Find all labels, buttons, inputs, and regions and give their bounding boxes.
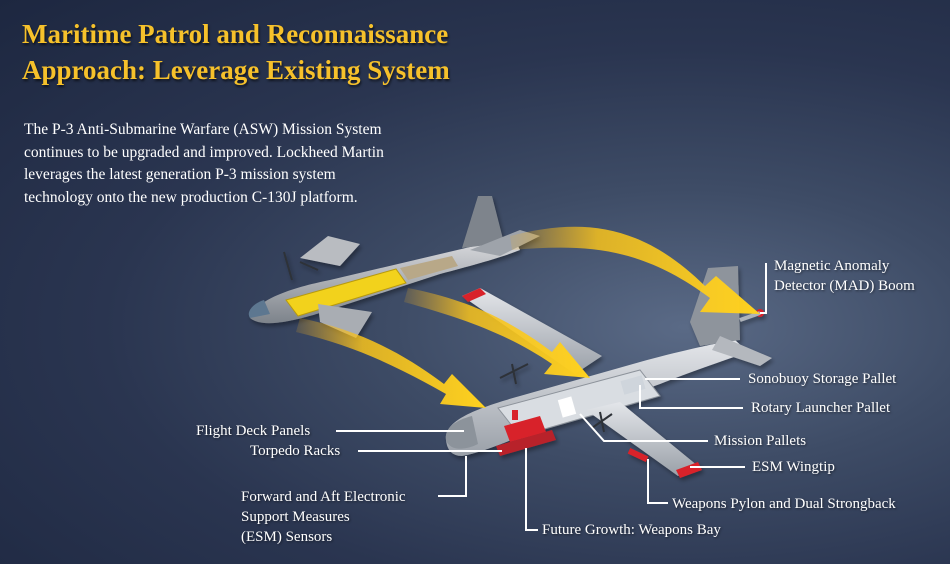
- callout-esm-sensors-line-3: (ESM) Sensors: [241, 529, 333, 545]
- callout-weapons-bay: Future Growth: Weapons Bay: [542, 522, 721, 538]
- leader-mad-boom: [760, 263, 767, 314]
- c130-mission-pallet: [557, 396, 577, 418]
- c130-stabilizer: [712, 336, 772, 366]
- p3-near-wing: [318, 304, 372, 338]
- intro-paragraph: The P-3 Anti-Submarine Warfare (ASW) Mis…: [24, 119, 444, 209]
- arrow-to-flight-deck: [296, 318, 486, 408]
- c130-weapons-pylon: [627, 448, 649, 462]
- callout-rotary-launcher-pallet: Rotary Launcher Pallet: [751, 400, 891, 416]
- callout-flight-deck-panels: Flight Deck Panels: [196, 423, 311, 439]
- callout-weapons-pylon: Weapons Pylon and Dual Strongback: [672, 496, 896, 512]
- callout-esm-sensors-line-1: Forward and Aft Electronic: [241, 489, 406, 505]
- arrow-to-mad-boom: [510, 226, 760, 314]
- c130-far-wingtip: [462, 288, 486, 302]
- callout-mad-boom: Magnetic Anomaly Detector (MAD) Boom: [774, 256, 915, 296]
- leader-weapons-bay: [525, 448, 538, 531]
- intro-line-4: technology onto the new production C-130…: [24, 188, 358, 206]
- c130-far-wing: [462, 288, 602, 374]
- p3-aft-cabin: [400, 256, 458, 280]
- title-line-2: Approach: Leverage Existing System: [22, 55, 450, 85]
- callout-mad-boom-line-1: Magnetic Anomaly: [774, 258, 890, 274]
- c130-torpedo-racks: [504, 416, 546, 442]
- page-title: Maritime Patrol and Reconnaissance Appro…: [22, 16, 450, 88]
- leader-lines: [336, 263, 767, 531]
- p3-tail-fin: [462, 196, 504, 248]
- p3-nose: [248, 300, 270, 318]
- p3-far-wing: [300, 236, 360, 266]
- callout-esm-sensors-line-2: Support Measures: [241, 509, 350, 525]
- p3-mission-system-cutaway: [285, 268, 407, 317]
- leader-weapons-pylon: [647, 459, 668, 504]
- leader-mission-pallets: [579, 413, 708, 442]
- callout-mad-boom-line-2: Detector (MAD) Boom: [774, 278, 915, 294]
- intro-line-3: leverages the latest generation P-3 miss…: [24, 166, 336, 183]
- intro-line-2: continues to be upgraded and improved. L…: [24, 143, 384, 161]
- callout-mission-pallets: Mission Pallets: [714, 433, 807, 449]
- arrow-to-mission-pallets: [404, 288, 590, 378]
- c130-nose: [445, 416, 478, 449]
- transfer-arrows: [296, 226, 760, 408]
- title-line-1: Maritime Patrol and Reconnaissance: [22, 19, 449, 49]
- intro-line-1: The P-3 Anti-Submarine Warfare (ASW) Mis…: [24, 121, 382, 138]
- leader-rotary-launcher: [639, 385, 743, 409]
- p3-aircraft: [248, 196, 540, 338]
- callout-torpedo-racks: Torpedo Racks: [250, 443, 341, 459]
- c130-near-wing: [586, 402, 698, 476]
- leader-esm-sensors: [438, 456, 467, 497]
- c130-weapons-bay: [496, 430, 556, 456]
- callout-esm-sensors: Forward and Aft Electronic Support Measu…: [241, 487, 406, 547]
- callout-esm-wingtip: ESM Wingtip: [752, 459, 835, 475]
- callout-sonobuoy-storage-pallet: Sonobuoy Storage Pallet: [748, 371, 897, 387]
